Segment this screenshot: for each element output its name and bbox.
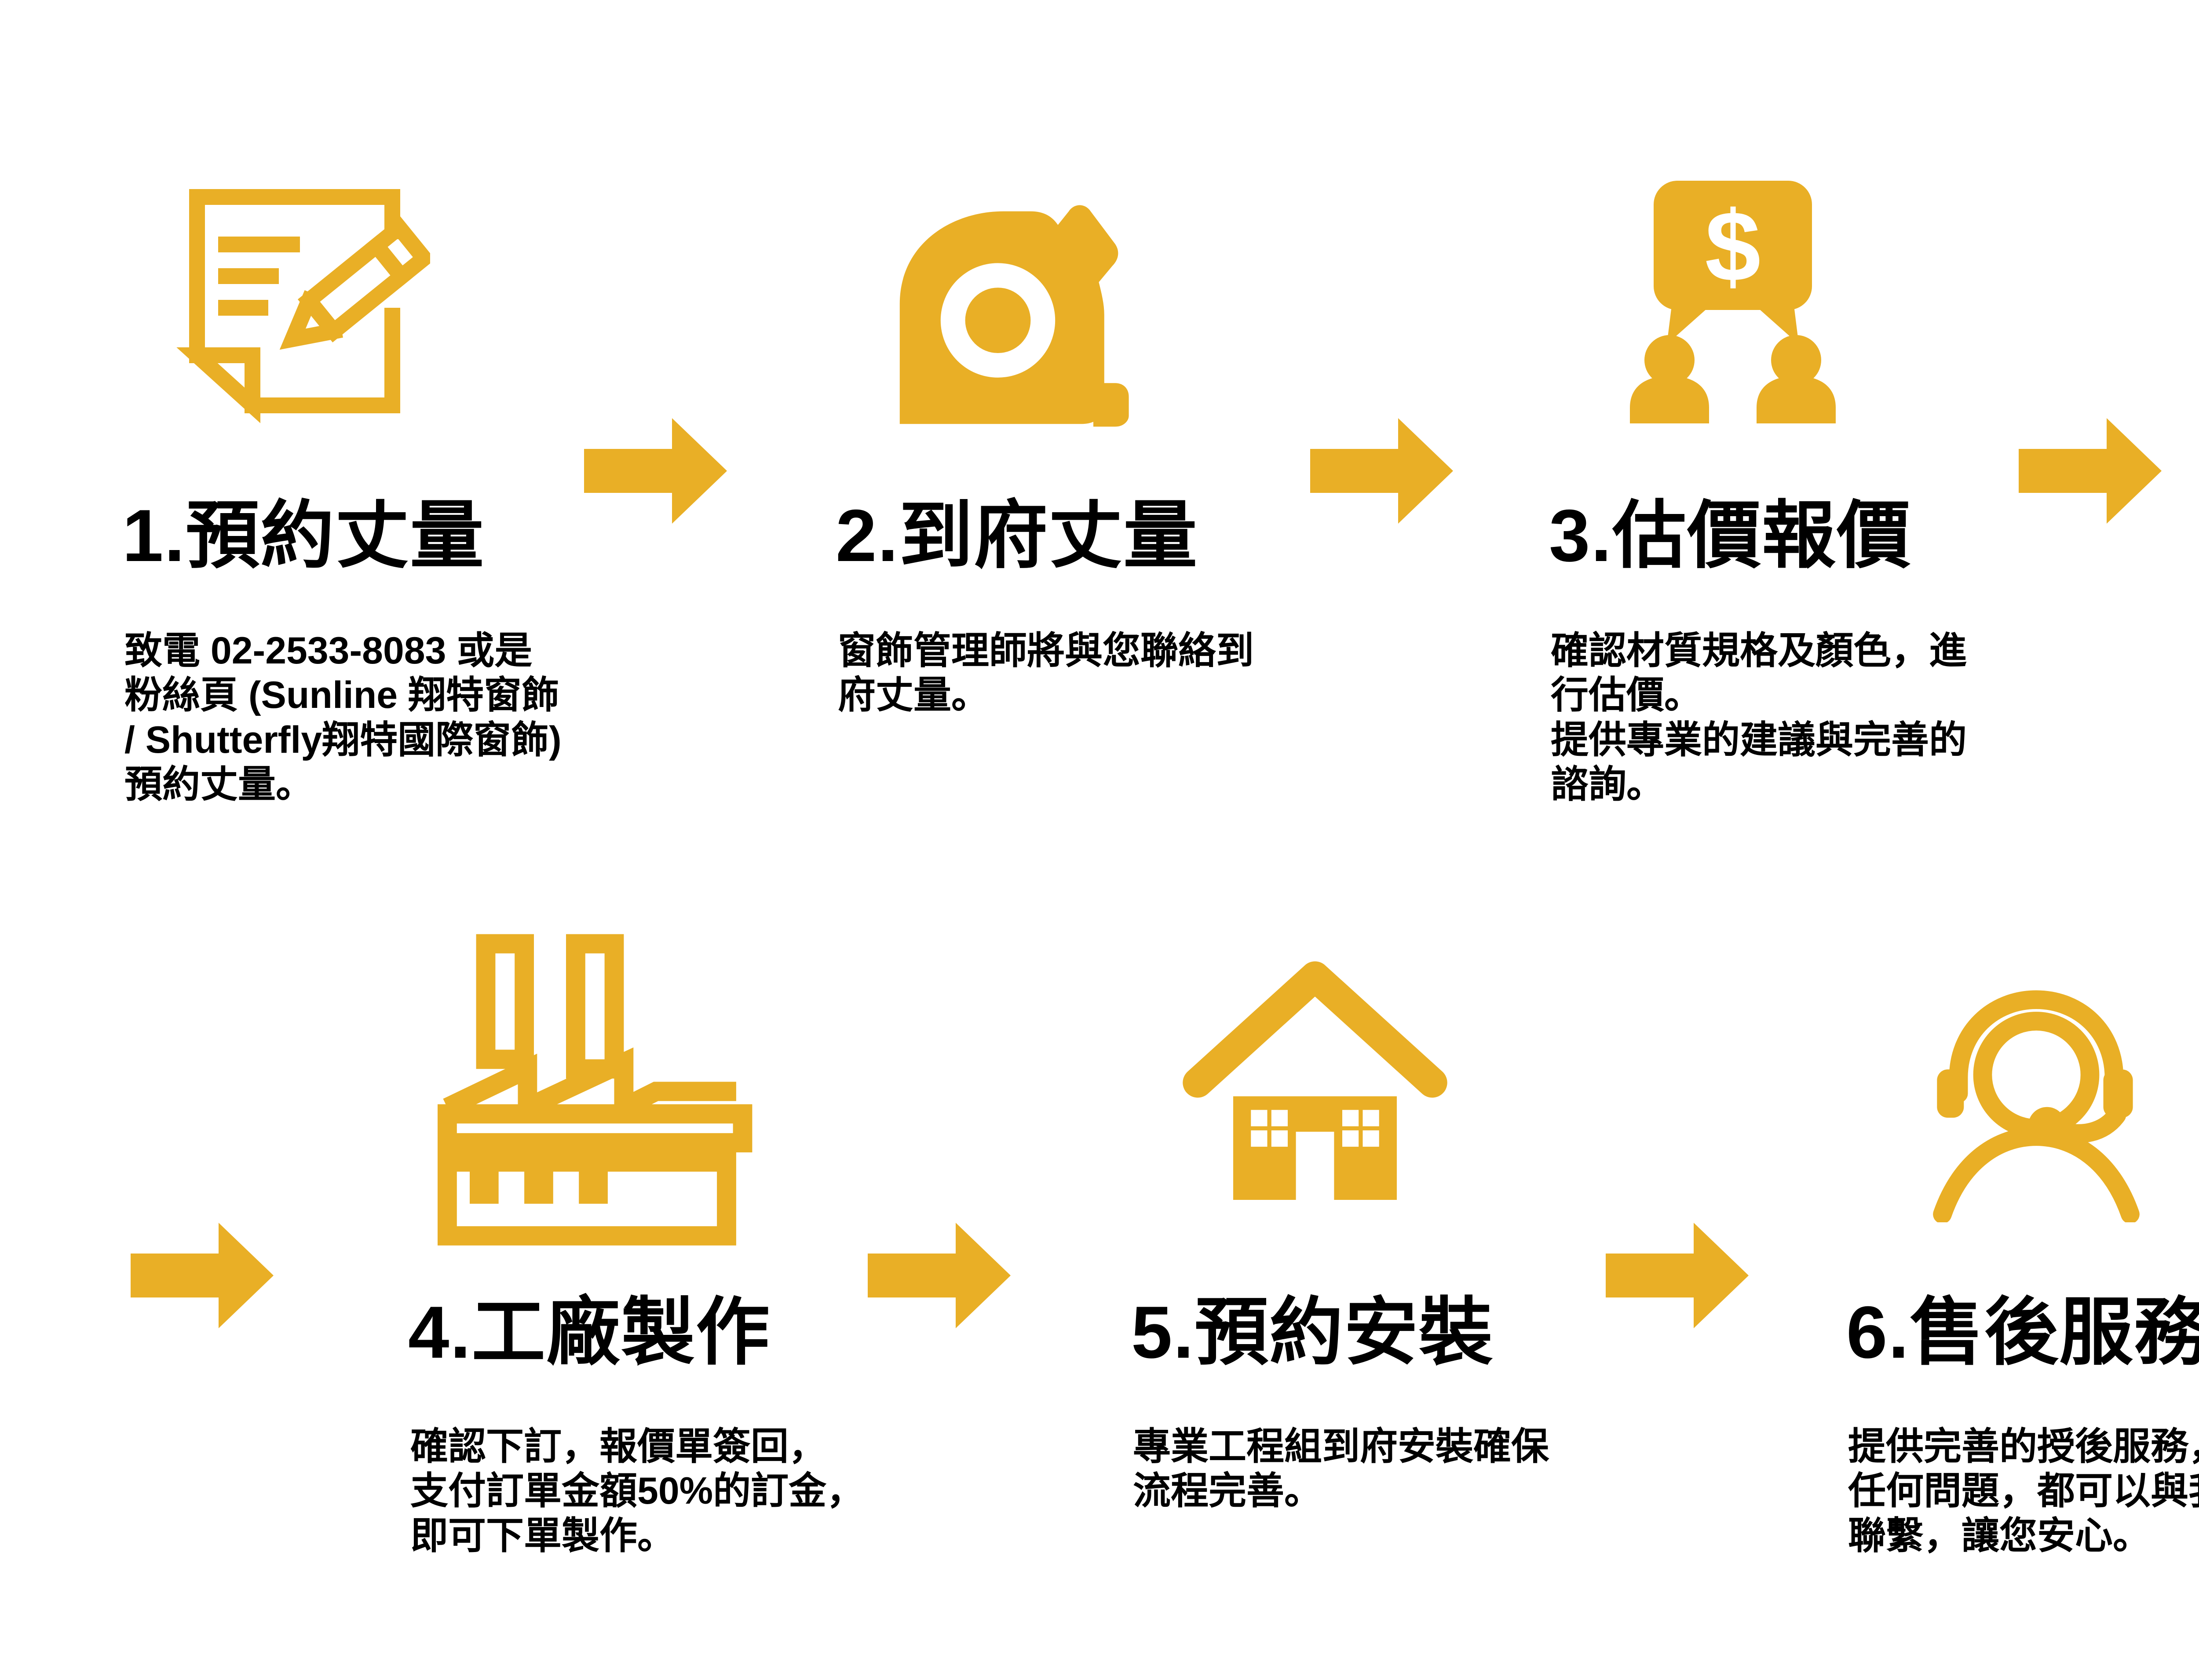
step-5-title: 5.預約安裝 — [1131, 1291, 1494, 1374]
step-5-description: 專業工程組到府安裝確保 流程完善。 — [1133, 1425, 1549, 1512]
step-2-title: 2.到府丈量 — [836, 494, 1198, 577]
house-icon — [1174, 941, 1456, 1214]
right-arrow-icon — [1606, 1223, 1749, 1328]
step-3-description: 確認材質規格及顏色，進 行估價。 提供專業的建議與完善的 諮詢。 — [1551, 630, 1967, 806]
note-pencil-icon — [159, 163, 430, 426]
step-1-title: 1.預約丈量 — [122, 494, 485, 577]
step-6-title: 6.售後服務 — [1846, 1291, 2199, 1374]
right-arrow-icon — [584, 418, 727, 524]
step-1-description: 致電 02-2533-8083 或是 粉絲頁 (Sunline 翔特窗飾 / S… — [124, 630, 562, 806]
right-arrow-icon — [1310, 418, 1453, 524]
step-2-description: 窗飾管理師將與您聯絡到 府丈量。 — [838, 630, 1254, 717]
step-6-description: 提供完善的授後服務，有 任何問題，都可以與我們 聯繫，讓您安心。 — [1848, 1425, 2199, 1557]
right-arrow-icon — [868, 1223, 1011, 1328]
dollar-sign-glyph: $ — [1705, 191, 1761, 302]
step-4-description: 確認下訂，報價單簽回， 支付訂單金額50%的訂金， 即可下單製作。 — [410, 1425, 865, 1557]
headset-support-icon — [1900, 954, 2173, 1222]
price-consult-icon: $ — [1601, 145, 1865, 448]
right-arrow-icon — [2019, 418, 2162, 524]
step-3-title: 3.估價報價 — [1549, 494, 1912, 577]
right-arrow-icon — [131, 1223, 274, 1328]
step-4-title: 4.工廠製作 — [408, 1291, 771, 1374]
factory-icon — [435, 928, 761, 1249]
tape-measure-icon — [855, 176, 1168, 448]
